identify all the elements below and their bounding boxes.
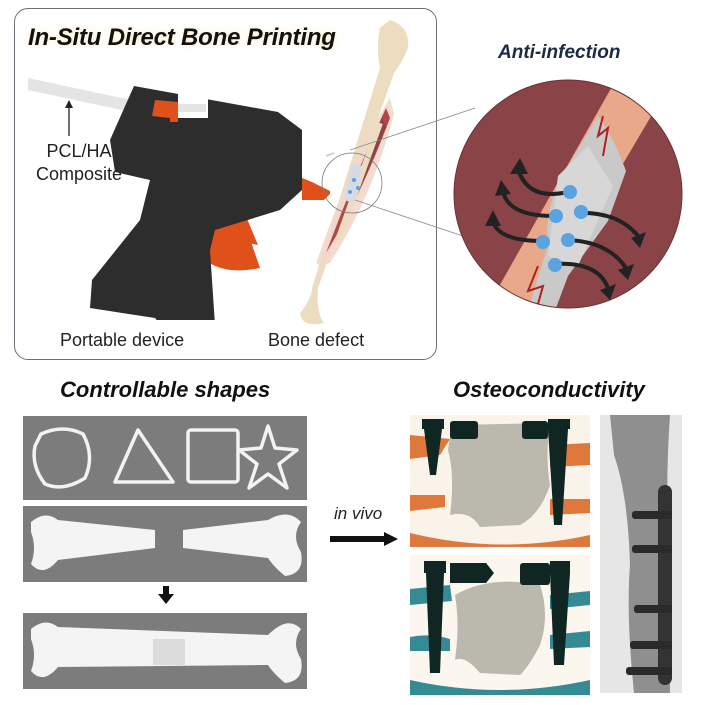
material-label-line1: PCL/HA	[46, 141, 112, 161]
anti-infection-zoom	[453, 79, 683, 309]
glue-gun-icon	[90, 86, 330, 320]
printed-shapes-photo	[23, 416, 307, 500]
in-vivo-label: in vivo	[334, 504, 383, 523]
square-shape	[186, 428, 240, 484]
defect-label: Bone defect	[268, 330, 365, 350]
shapes-title: Controllable shapes	[60, 377, 271, 402]
histology-orange-image	[410, 415, 590, 547]
down-arrow-icon	[158, 586, 174, 604]
triangle-shape	[113, 428, 175, 484]
device-label: Portable device	[60, 330, 185, 350]
right-arrow-icon	[330, 532, 398, 546]
anti-infection-title: Anti-infection	[498, 42, 621, 63]
histology-teal-image	[410, 555, 590, 695]
bone-defect-icon	[300, 20, 409, 325]
star-shape	[237, 424, 299, 490]
material-label-line2: Composite	[36, 164, 123, 184]
bone-defect-model-photo	[23, 506, 307, 582]
up-arrow-icon	[65, 100, 73, 136]
repaired-bone-photo	[23, 613, 307, 689]
xray-image	[600, 415, 682, 693]
osteo-title: Osteoconductivity	[453, 377, 645, 402]
panel-title: In-Situ Direct Bone Printing	[28, 24, 336, 51]
circle-shape	[32, 427, 92, 489]
zoom-connector-lines	[349, 107, 476, 240]
